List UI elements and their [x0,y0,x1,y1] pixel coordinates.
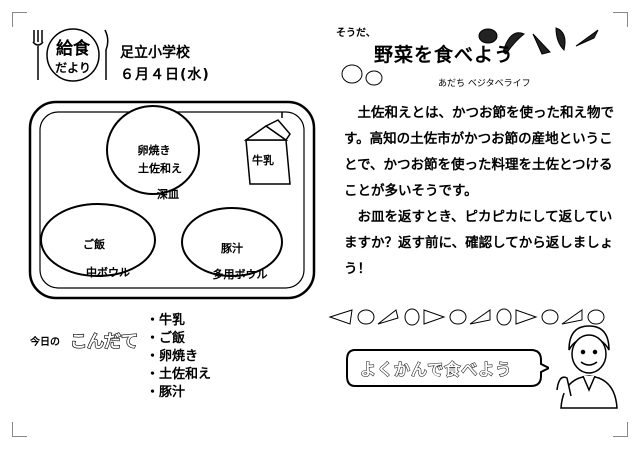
milk-label: 牛乳 [252,154,274,167]
konndate-prefix: 今日の [29,335,60,348]
knife-icon [104,29,109,80]
plate-icon [46,28,100,82]
tosaae-label: 土佐和え [138,162,182,175]
fukazara-dish [106,105,200,195]
crop-mark-top-right [613,12,628,27]
lunch-tray-diagram [28,100,316,300]
article-paragraph-2: お皿を返すとき、ピカピカにして返していますか？返す前に、確認してから返しましょう… [344,209,614,277]
vegetable-border-decoration [328,308,605,326]
logo-kyushoku-text: 給食 [56,38,91,59]
teacher-character-icon [556,325,618,409]
kyushoku-dayori-logo: 給食 だより [32,28,109,82]
article-body: 土佐和えとは、かつお節を使った和え物です。高知の土佐市がかつお節の産地ということ… [344,100,614,282]
tamagoyaki-label: 卵焼き [137,144,171,157]
chu-bowl-label: 中ボウル [86,266,130,279]
konndate-main: こんだて [70,332,138,352]
banner-prefix: そうだ、 [336,27,376,39]
menu-item: 卵焼き [146,348,211,366]
crop-mark-bottom-right [613,422,628,437]
chu-bowl [40,203,156,277]
tonjiru-label: 豚汁 [221,242,243,255]
menu-item: 土佐和え [146,366,211,384]
menu-list: 牛乳 ご飯 卵焼き 土佐和え 豚汁 [146,312,211,402]
kande-speech-bubble [346,349,549,387]
logo-dayori-text: だより [55,61,91,75]
banner-title: 野菜を食べよう [374,44,515,66]
banner-subtitle: あだち ベジタベライフ [438,79,531,89]
gohan-label: ご飯 [83,238,105,251]
school-name: 足立小学校 [120,45,190,61]
menu-item: 豚汁 [146,384,211,402]
article-paragraph-1: 土佐和えとは、かつお節を使った和え物です。高知の土佐市がかつお節の産地ということ… [344,105,614,199]
kande-slogan: よくかんで食べよう [359,360,513,380]
menu-item: ご飯 [146,330,211,348]
tayo-bowl [181,207,283,277]
yasai-banner: そうだ、 [336,27,599,86]
fork-icon [32,30,44,80]
menu-date: ６月４日(水) [120,67,210,83]
fukazara-label: 深皿 [157,188,179,201]
crop-mark-bottom-left [12,422,27,437]
konndate-logo: 今日の こんだて [29,331,139,352]
tayo-bowl-label: 多用ボウル [212,268,268,281]
crop-mark-top-left [12,12,27,27]
vegetables-icon [341,27,599,86]
menu-item: 牛乳 [146,312,211,330]
milk-carton-icon [243,112,291,185]
